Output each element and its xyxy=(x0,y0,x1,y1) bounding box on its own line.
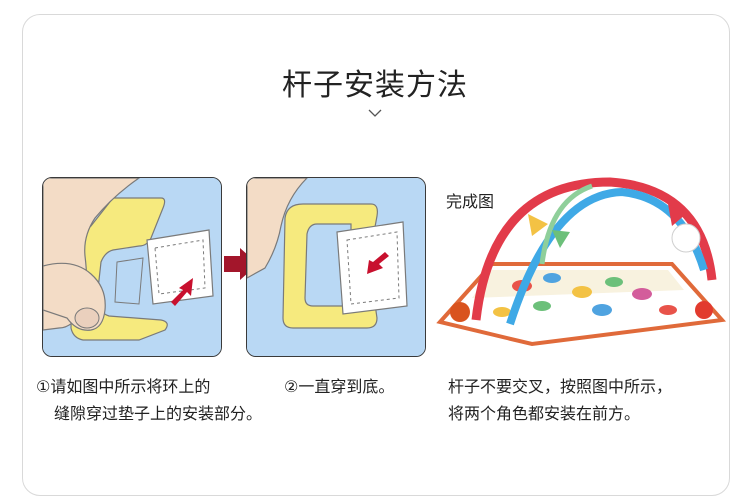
completed-label: 完成图 xyxy=(446,192,495,211)
note-caption-line2: 将两个角色都安装在前方。 xyxy=(448,404,641,423)
step2-illustration xyxy=(246,177,426,357)
right-arrow-icon xyxy=(224,248,258,280)
note-caption-line1: 杆子不要交叉，按照图中所示， xyxy=(448,377,673,396)
chevron-down-icon xyxy=(368,109,382,117)
step1-caption-line2: 缝隙穿过垫子上的安装部分。 xyxy=(54,404,263,423)
step1-illustration xyxy=(42,177,222,357)
step2-caption: ②一直穿到底。 xyxy=(284,377,395,396)
completed-play-gym-illustration xyxy=(436,177,727,347)
page-title: 杆子安装方法 xyxy=(282,68,468,103)
step1-caption-line1: ①请如图中所示将环上的 xyxy=(36,377,211,396)
